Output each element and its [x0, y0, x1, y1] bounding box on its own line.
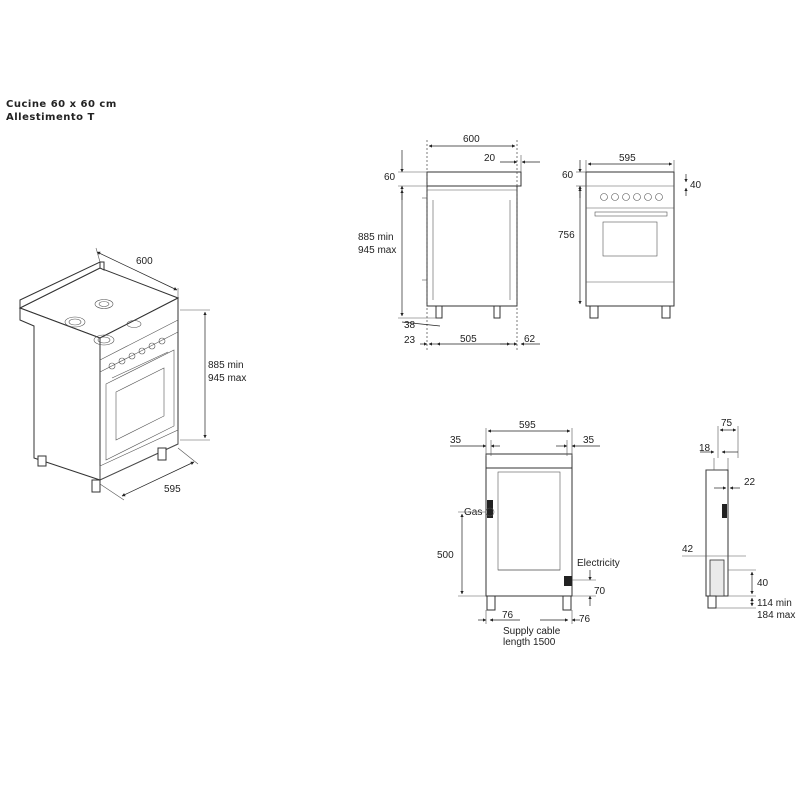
- perspective-depth-label: 595: [164, 484, 181, 495]
- side-height-min-label: 885 min: [358, 232, 394, 243]
- electricity-height-label: 70: [594, 586, 606, 597]
- side-view: 600 20 60 885 min 945 max 38 23 505 62: [358, 134, 540, 350]
- detail-feet-max-label: 184 max: [757, 610, 795, 621]
- perspective-height-min-label: 885 min: [208, 360, 244, 371]
- perspective-view: 600 885 min 945 max 595: [18, 247, 246, 501]
- cable-label-line1: Supply cable: [503, 626, 561, 637]
- side-depth-label: 600: [463, 134, 480, 145]
- front-right-gap-label: 40: [690, 180, 702, 191]
- cable-label-line2: length 1500: [503, 637, 556, 648]
- detail-lift-label: 40: [757, 578, 769, 589]
- front-height-label: 756: [558, 230, 575, 241]
- side-detail-view: 75 18 22 42 40 114 min 184 max: [682, 418, 795, 621]
- front-view: 595 60 756 40: [558, 153, 702, 319]
- gas-height-label: 500: [437, 550, 454, 561]
- side-overhang-label: 20: [484, 153, 496, 164]
- gas-label: Gas: [464, 507, 482, 518]
- side-front-label: 62: [524, 334, 536, 345]
- page-title: Cucine 60 x 60 cm: [6, 99, 117, 110]
- rear-left-offset-label: 76: [502, 610, 514, 621]
- side-base-label: 505: [460, 334, 477, 345]
- detail-top-label: 75: [721, 418, 733, 429]
- side-foot-label: 38: [404, 320, 416, 331]
- side-height-max-label: 945 max: [358, 245, 396, 256]
- page-subtitle: Allestimento T: [6, 112, 95, 123]
- detail-inlet-label: 22: [744, 477, 756, 488]
- rear-right-offset-label: 76: [579, 614, 591, 625]
- perspective-height-max-label: 945 max: [208, 373, 246, 384]
- detail-depth-label: 42: [682, 544, 694, 555]
- perspective-width-label: 600: [136, 256, 153, 267]
- front-top-label: 60: [562, 170, 574, 181]
- rear-view: 595 35 35 Gas 500 Electricity 70 76 76 S…: [437, 420, 620, 648]
- detail-offset-label: 18: [699, 443, 711, 454]
- front-width-label: 595: [619, 153, 636, 164]
- side-top-label: 60: [384, 172, 396, 183]
- detail-feet-min-label: 114 min: [757, 598, 792, 609]
- rear-left-label: 35: [450, 435, 462, 446]
- rear-width-label: 595: [519, 420, 536, 431]
- electricity-label: Electricity: [577, 558, 620, 569]
- side-rear-label: 23: [404, 335, 416, 346]
- rear-right-label: 35: [583, 435, 595, 446]
